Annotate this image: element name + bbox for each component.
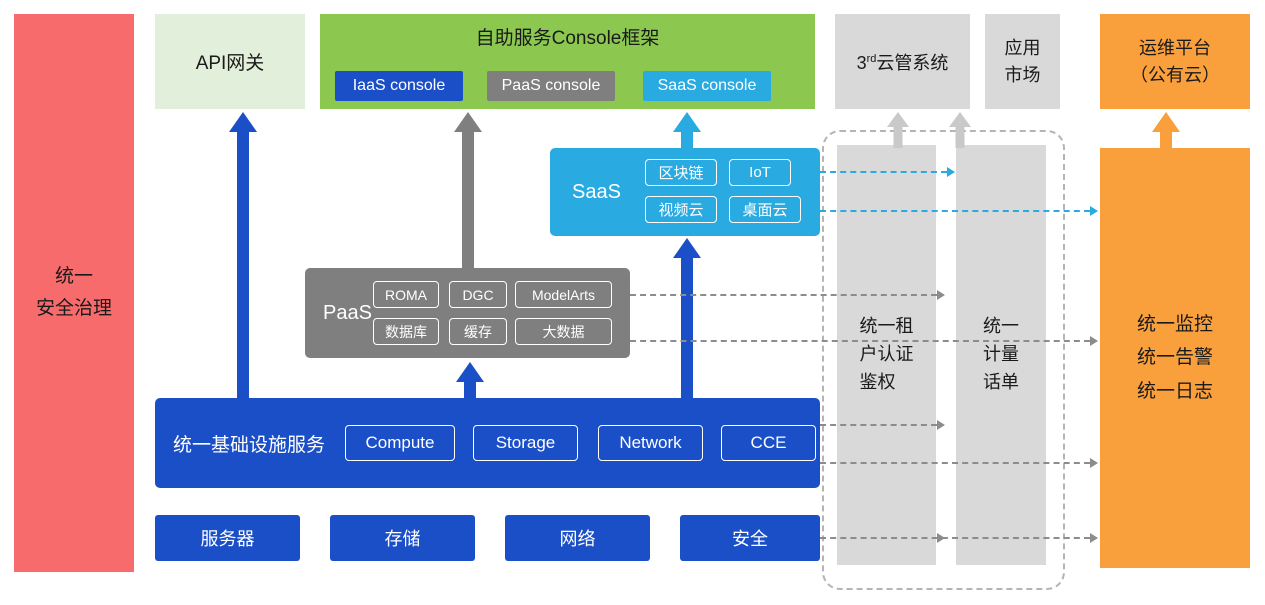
paas-chip-dgc: DGC [449,281,507,308]
third-party-prefix: 3 [856,52,867,73]
common-services-dashed-frame [822,130,1065,590]
dashed-arrowhead-icon [1090,206,1098,216]
third-party-cms-label: 3rd云管系统 [857,49,949,75]
hw-box-server: 服务器 [155,515,300,561]
saas-chip-blockchain: 区块链 [645,159,717,186]
dashed-arrowhead-icon [937,290,945,300]
paas-chip-cache: 缓存 [449,318,507,345]
console-frame-title: 自助服务Console框架 [475,28,660,49]
saas-console-button: SaaS console [643,71,771,101]
dashed-line-hardware-to-monitor [820,537,1090,539]
saas-layer-label: SaaS [572,180,621,203]
dashed-line-infra-to-billing [820,424,937,426]
arrow-saas-to-console-icon [673,112,701,148]
app-market-box: 应用 市场 [985,14,1060,109]
paas-layer-box: PaaS ROMA DGC ModelArts 数据库 缓存 大数据 [305,268,630,358]
om-platform-box: 运维平台 （公有云） [1100,14,1250,109]
arrow-monitor-to-om-platform-icon [1152,112,1180,148]
arrow-auth-to-third-party-icon [887,112,909,148]
infrastructure-layer-label: 统一基础设施服务 [173,434,326,456]
third-party-cms-box: 3rd云管系统 [835,14,970,109]
security-governance-bar: 统一 安全治理 [14,14,134,572]
infrastructure-layer-box: 统一基础设施服务 Compute Storage Network CCE [155,398,820,488]
dashed-line-saas-to-billing [820,171,947,173]
paas-chip-modelarts: ModelArts [515,281,612,308]
tenant-auth-label: 统一租 户认证 鉴权 [859,316,914,392]
dashed-line-saas-to-monitor [820,210,1090,212]
saas-chip-desktop-cloud: 桌面云 [729,196,801,223]
hw-box-storage: 存储 [330,515,475,561]
third-party-rest: 云管系统 [876,52,949,73]
arrow-infra-to-api-gateway-icon [229,112,257,398]
infra-chip-network: Network [598,425,703,461]
third-party-sup: rd [866,52,877,65]
dashed-arrowhead-icon [937,420,945,430]
infra-chip-cce: CCE [721,425,816,461]
monitoring-alarm-log-label: 统一监控 统一告警 统一日志 [1136,314,1213,402]
dashed-arrowhead-icon [947,167,955,177]
iaas-console-button: IaaS console [335,71,463,101]
tenant-auth-bar: 统一租 户认证 鉴权 [837,145,936,565]
paas-chip-database: 数据库 [373,318,439,345]
saas-chip-iot: IoT [729,159,791,186]
paas-layer-label: PaaS [323,301,372,324]
metering-billing-label: 统一 计量 话单 [983,316,1019,392]
saas-layer-box: SaaS 区块链 IoT 视频云 桌面云 [550,148,820,236]
app-market-label: 应用 市场 [1004,37,1041,85]
saas-chip-video-cloud: 视频云 [645,196,717,223]
arrow-paas-to-console-icon [454,112,482,268]
arrow-billing-to-third-party-icon [949,112,971,148]
paas-chip-roma: ROMA [373,281,439,308]
security-governance-label: 统一 安全治理 [35,265,112,319]
infra-chip-compute: Compute [345,425,455,461]
paas-console-button: PaaS console [487,71,615,101]
hw-box-network: 网络 [505,515,650,561]
dashed-line-paas-to-billing [630,294,937,296]
console-frame-box: 自助服务Console框架 IaaS console PaaS console … [320,14,815,109]
dashed-line-infra-to-monitor [820,462,1090,464]
om-platform-label: 运维平台 （公有云） [1130,37,1220,85]
api-gateway-box: API网关 [155,14,305,109]
paas-chip-bigdata: 大数据 [515,318,612,345]
dashed-arrowhead-icon [1090,533,1098,543]
dashed-arrowhead-icon [937,533,945,543]
metering-billing-bar: 统一 计量 话单 [956,145,1046,565]
monitoring-alarm-log-bar: 统一监控 统一告警 统一日志 [1100,148,1250,568]
dashed-arrowhead-icon [1090,336,1098,346]
hw-box-security: 安全 [680,515,820,561]
arrow-infra-to-saas-icon [673,238,701,398]
dashed-line-paas-to-monitor [630,340,1090,342]
infra-chip-storage: Storage [473,425,578,461]
api-gateway-label: API网关 [195,53,265,74]
arrow-infra-to-paas-icon [456,362,484,398]
dashed-arrowhead-icon [1090,458,1098,468]
